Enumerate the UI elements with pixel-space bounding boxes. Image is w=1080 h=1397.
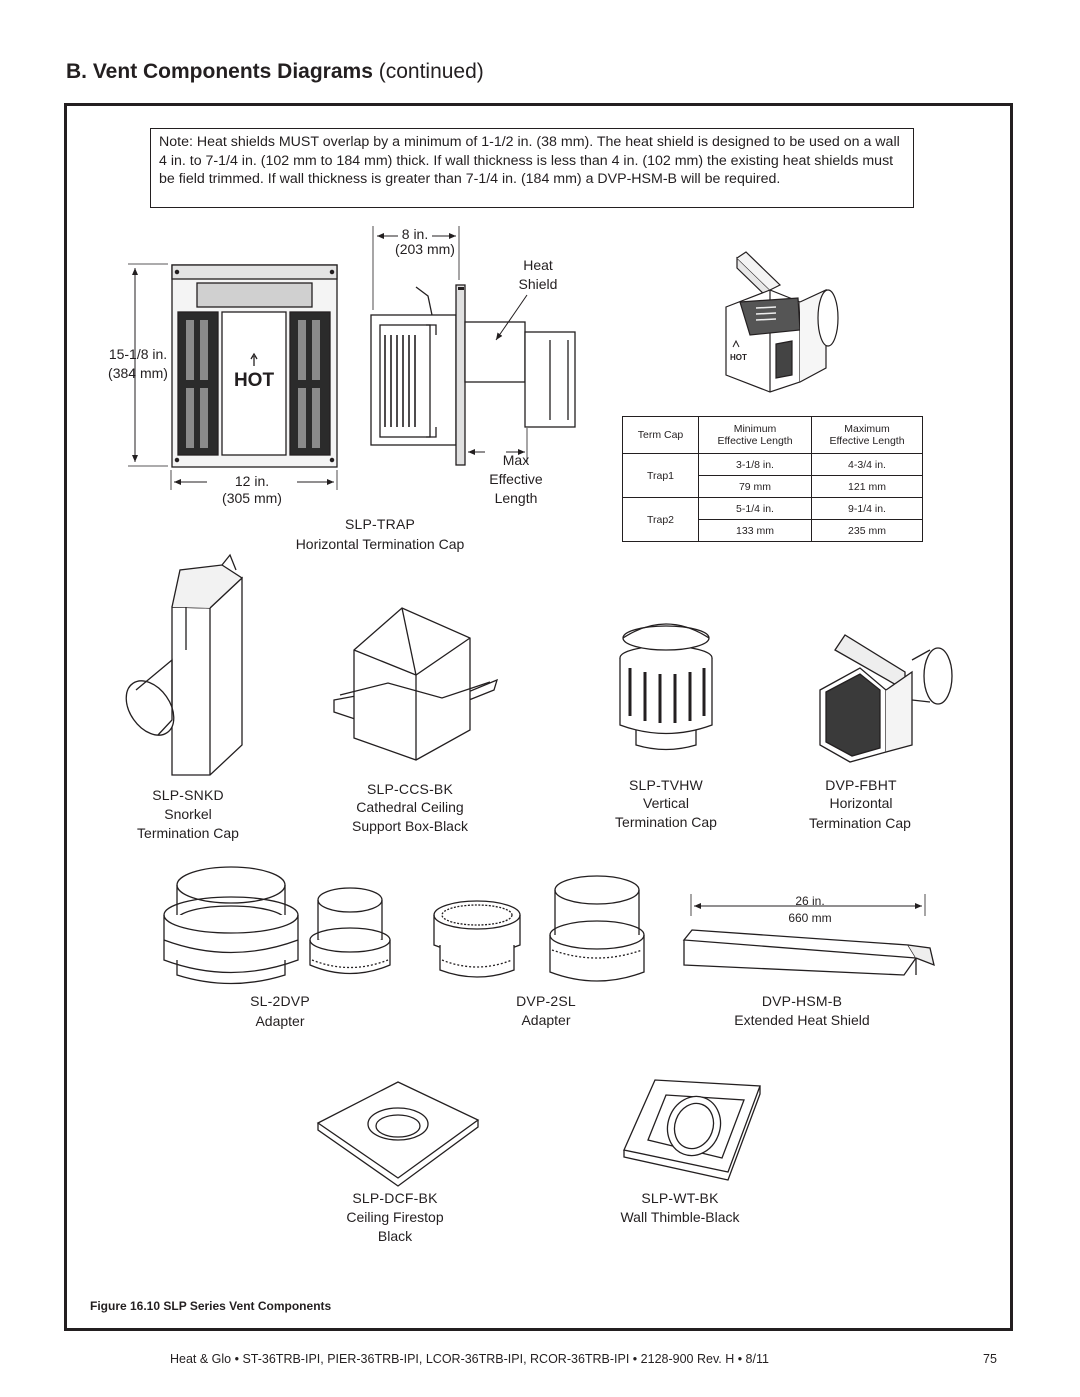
sl-2dvp-small-drawing (309, 887, 391, 975)
sl-2dvp-code: SL-2DVP (250, 993, 310, 1009)
slp-tvhw-drawing (619, 623, 713, 751)
dvp-2sl-small-drawing (433, 900, 521, 978)
slp-wt-bk-drawing (623, 1079, 761, 1181)
slp-trap-isometric: HOT (725, 251, 839, 393)
table-cell: 235 mm (811, 519, 923, 542)
sl-2dvp-line-1: Adapter (255, 1013, 305, 1029)
hsm-code: DVP-HSM-B (761, 993, 843, 1009)
dvp-2sl-big-drawing (549, 875, 645, 982)
slp-trap-name: Horizontal Termination Cap (295, 536, 465, 552)
table-cell: 9-1/4 in. (811, 497, 923, 520)
table-cell: 79 mm (698, 475, 812, 498)
fbht-line-2: Termination Cap (809, 815, 911, 831)
table-cell: 121 mm (811, 475, 923, 498)
trap-depth-in: 8 in. (401, 226, 429, 242)
figure-frame (64, 103, 1013, 1331)
heat-shield-label-1: Heat (523, 257, 553, 273)
fbht-code: DVP-FBHT (825, 777, 897, 793)
trap-width-mm: (305 mm) (222, 490, 282, 506)
page-footer: Heat & Glo • ST-36TRB-IPI, PIER-36TRB-IP… (170, 1352, 769, 1366)
table-row-name: Trap2 (622, 497, 699, 542)
table-cell: 133 mm (698, 519, 812, 542)
table-cell: 3-1/8 in. (698, 453, 812, 476)
tvhw-code: SLP-TVHW (629, 777, 703, 793)
ccs-code: SLP-CCS-BK (366, 781, 454, 797)
dvp-fbht-drawing (819, 634, 953, 763)
max-length-label-2: Effective (489, 471, 543, 487)
slp-ccs-bk-drawing (333, 607, 499, 761)
max-length-label-3: Length (494, 490, 538, 506)
trap-height-mm: (384 mm) (108, 365, 168, 381)
wt-code: SLP-WT-BK (641, 1190, 719, 1206)
sl-2dvp-big-drawing (163, 866, 299, 985)
heat-shield-label-2: Shield (518, 276, 558, 292)
max-length-label-1: Max (502, 452, 530, 468)
dcf-code: SLP-DCF-BK (352, 1190, 438, 1206)
dcf-line-2: Black (377, 1228, 413, 1244)
dcf-line-1: Ceiling Firestop (346, 1209, 444, 1225)
page-title: B. Vent Components Diagrams (continued) (66, 60, 484, 83)
slp-trap-front-view (171, 264, 338, 468)
table-cell: 5-1/4 in. (698, 497, 812, 520)
trap-depth-mm: (203 mm) (395, 241, 455, 257)
tvhw-line-1: Vertical (643, 795, 689, 811)
ccs-line-2: Support Box-Black (352, 818, 468, 834)
fbht-line-1: Horizontal (829, 795, 893, 811)
slp-trap-code: SLP-TRAP (344, 516, 416, 532)
tvhw-line-2: Termination Cap (615, 814, 717, 830)
slp-snkd-drawing (125, 553, 244, 776)
page-number: 75 (983, 1352, 997, 1366)
th-term-cap: Term Cap (622, 416, 699, 454)
snkd-code: SLP-SNKD (152, 787, 224, 803)
trap-iso-hot-text: HOT (730, 353, 747, 362)
dvp-2sl-line-1: Adapter (521, 1012, 571, 1028)
hsm-line-1: Extended Heat Shield (734, 1012, 870, 1028)
snkd-line-1: Snorkel (164, 806, 212, 822)
hsm-dim-mm: 660 mm (788, 911, 832, 925)
ccs-line-1: Cathedral Ceiling (356, 799, 464, 815)
snkd-line-2: Termination Cap (137, 825, 239, 841)
wt-line-1: Wall Thimble-Black (620, 1209, 740, 1225)
figure-caption: Figure 16.10 SLP Series Vent Components (90, 1299, 332, 1313)
table-cell: 4-3/4 in. (811, 453, 923, 476)
heat-shield-note: Note: Heat shields MUST overlap by a min… (150, 128, 914, 208)
trap-width-in: 12 in. (234, 473, 270, 489)
slp-dcf-bk-drawing (316, 1081, 480, 1187)
dvp-hsm-b-drawing (682, 929, 935, 976)
hsm-dim-in: 26 in. (795, 894, 825, 908)
trap-height-in: 15-1/8 in. (108, 346, 168, 362)
table-row-name: Trap1 (622, 453, 699, 498)
trap-hot-label: HOT (233, 370, 275, 391)
dvp-2sl-code: DVP-2SL (516, 993, 576, 1009)
slp-trap-side-view (370, 284, 576, 466)
